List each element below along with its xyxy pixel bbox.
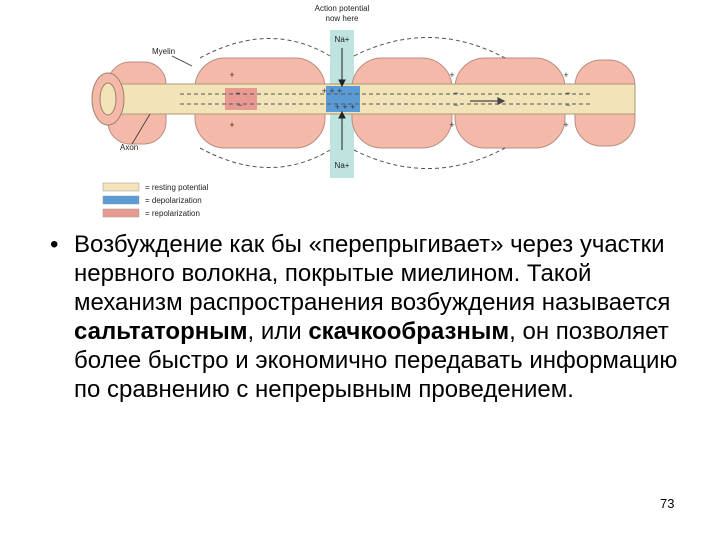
svg-text:−: − — [237, 100, 242, 110]
svg-text:−: − — [453, 100, 458, 110]
svg-text:+ + +: + + + — [322, 86, 343, 96]
sodium-entry-arrows — [338, 48, 346, 150]
bullet-paragraph: • Возбуждение как бы «перепрыгивает» чер… — [50, 230, 700, 404]
action-potential-label-2: now here — [326, 14, 359, 23]
myelin-label: Myelin — [152, 47, 175, 56]
local-current-lines — [180, 37, 590, 169]
term-saltatory: сальтаторным — [74, 318, 248, 345]
svg-text:+: + — [449, 120, 454, 130]
text-part-2: , или — [247, 318, 309, 345]
sodium-label-bottom: Na+ — [335, 161, 350, 170]
svg-text:+: + — [229, 70, 234, 80]
svg-text:−: − — [565, 88, 570, 98]
action-potential-label: Action potential — [315, 4, 370, 13]
sodium-label-top: Na+ — [335, 35, 350, 44]
text-part-1: Возбуждение как бы «перепрыгивает» через… — [74, 231, 671, 316]
svg-text:+ + +: + + + — [335, 102, 356, 112]
svg-text:−: − — [235, 88, 240, 98]
svg-text:−: − — [565, 100, 570, 110]
charge-signs: + + + + + + − − − − − − + + + + + + — [229, 70, 570, 130]
saltatory-conduction-diagram: + + + + + + − − − − − − + + + + + + Acti… — [91, 4, 636, 218]
svg-text:+: + — [563, 120, 568, 130]
direction-arrows — [470, 97, 506, 105]
axon-tube — [99, 83, 636, 115]
svg-text:+: + — [229, 120, 234, 130]
legend-label-depolarization: = depolarization — [145, 196, 202, 205]
svg-text:−: − — [453, 88, 458, 98]
legend-label-resting: = resting potential — [145, 183, 209, 192]
depolarization-region — [326, 86, 360, 112]
legend-swatch-repolarization — [102, 208, 140, 218]
legend-swatch-depolarization — [102, 195, 140, 205]
axon-label: Axon — [120, 143, 138, 152]
bullet-marker: • — [50, 231, 59, 258]
bullet-text: Возбуждение как бы «перепрыгивает» через… — [74, 230, 700, 404]
svg-text:+: + — [563, 70, 568, 80]
page-number: 73 — [660, 496, 675, 511]
legend-swatch-resting — [102, 182, 140, 192]
text-part-3: , он позволяет более быстро и экономично… — [74, 318, 678, 403]
legend-label-repolarization: = repolarization — [145, 209, 200, 218]
svg-text:+: + — [449, 70, 454, 80]
legend: = resting potential = depolarization = r… — [102, 182, 209, 218]
term-jump-like: скачкообразным — [308, 318, 510, 345]
